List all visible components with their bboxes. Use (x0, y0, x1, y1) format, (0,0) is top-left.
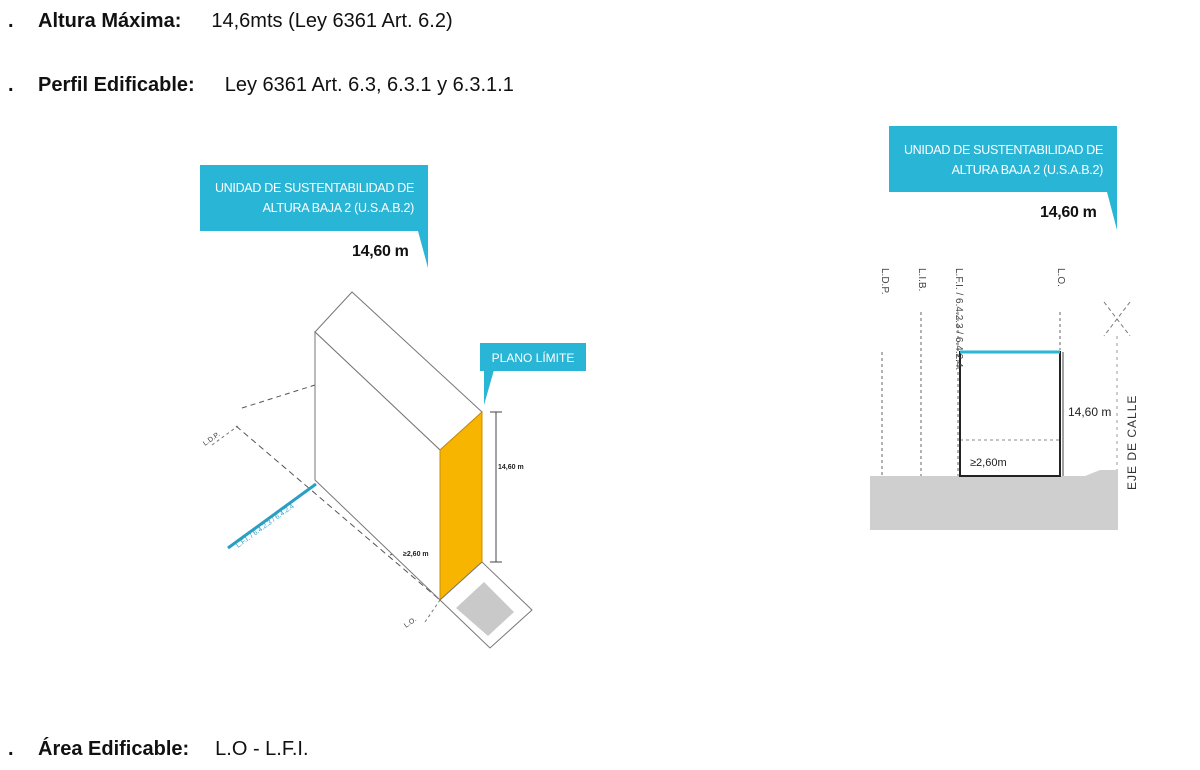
plano-limite-label: PLANO LÍMITE (492, 350, 575, 365)
area-edificable-label: Área Edificable: (38, 737, 190, 760)
left-dim-height-label: 14,60 m (498, 464, 524, 471)
altura-maxima-label: Altura Máxima: (38, 9, 182, 32)
left-height-label: 14,60 m (352, 243, 409, 260)
altura-maxima-line: . Altura Máxima: 14,6mts (Ley 6361 Art. … (0, 6, 453, 36)
bullet-marker: . (8, 9, 14, 32)
left-lfi-label: L.F.I. / 6.4.2.3 / 6.4.2.4 (235, 503, 296, 550)
lfi-blue-line (227, 482, 317, 550)
right-banner-line2: ALTURA BAJA 2 (U.S.A.B.2) (951, 163, 1104, 177)
plano-limite-box (480, 343, 586, 371)
right-zone-banner: UNIDAD DE SUSTENTABILIDAD DE ALTURA BAJA… (889, 126, 1117, 192)
bullet-marker: . (8, 737, 14, 760)
area-edificable-line: . Área Edificable: L.O - L.F.I. (0, 734, 309, 764)
left-lo-label: L.O. (403, 616, 418, 629)
lot-depth-dashed-line (235, 425, 441, 601)
right-dim-height-label: 14,60 m (1068, 405, 1111, 419)
plano-tail (484, 370, 494, 405)
left-isometric-diagram (211, 291, 533, 649)
left-zone-banner: UNIDAD DE SUSTENTABILIDAD DE ALTURA BAJA… (200, 165, 428, 231)
street-axis-label: EJE DE CALLE (1125, 395, 1139, 490)
right-height-label: 14,60 m (1040, 204, 1097, 221)
right-lo-label: L.O. (1055, 268, 1066, 287)
lo-leader (424, 599, 441, 623)
left-banner-line1: UNIDAD DE SUSTENTABILIDAD DE (214, 181, 414, 195)
street-axis-x2 (1103, 301, 1131, 337)
right-section-diagram (870, 301, 1131, 530)
perfil-edificable-label: Perfil Edificable: (38, 73, 195, 96)
right-lib-label: L.I.B. (916, 268, 927, 291)
right-ldp-label: L.D.P. (879, 268, 890, 295)
right-dim-low-label: ≥2,60m (970, 457, 1007, 469)
sidewalk-fill (456, 582, 514, 636)
bullet-marker: . (8, 73, 14, 96)
ground-section (870, 470, 1118, 530)
right-banner-tail (1107, 192, 1117, 230)
perfil-edificable-value: Ley 6361 Art. 6.3, 6.3.1 y 6.3.1.1 (224, 73, 514, 96)
right-banner-line1: UNIDAD DE SUSTENTABILIDAD DE (903, 143, 1103, 157)
ldp-dashed-line (241, 384, 316, 409)
left-banner-tail (418, 231, 428, 268)
left-banner-line2: ALTURA BAJA 2 (U.S.A.B.2) (262, 201, 415, 215)
right-lfi-label: L.F.I. / 6.4.2.3 / 6.4.2.4. (953, 268, 964, 370)
area-edificable-value: L.O - L.F.I. (215, 737, 309, 760)
altura-maxima-value: 14,6mts (Ley 6361 Art. 6.2) (211, 9, 453, 32)
ldp-leader (211, 425, 239, 446)
left-ldp-label: L.D.P. (202, 431, 221, 447)
left-dim-low-label: ≥2,60 m (403, 551, 429, 558)
perfil-edificable-line: . Perfil Edificable: Ley 6361 Art. 6.3, … (0, 70, 514, 100)
